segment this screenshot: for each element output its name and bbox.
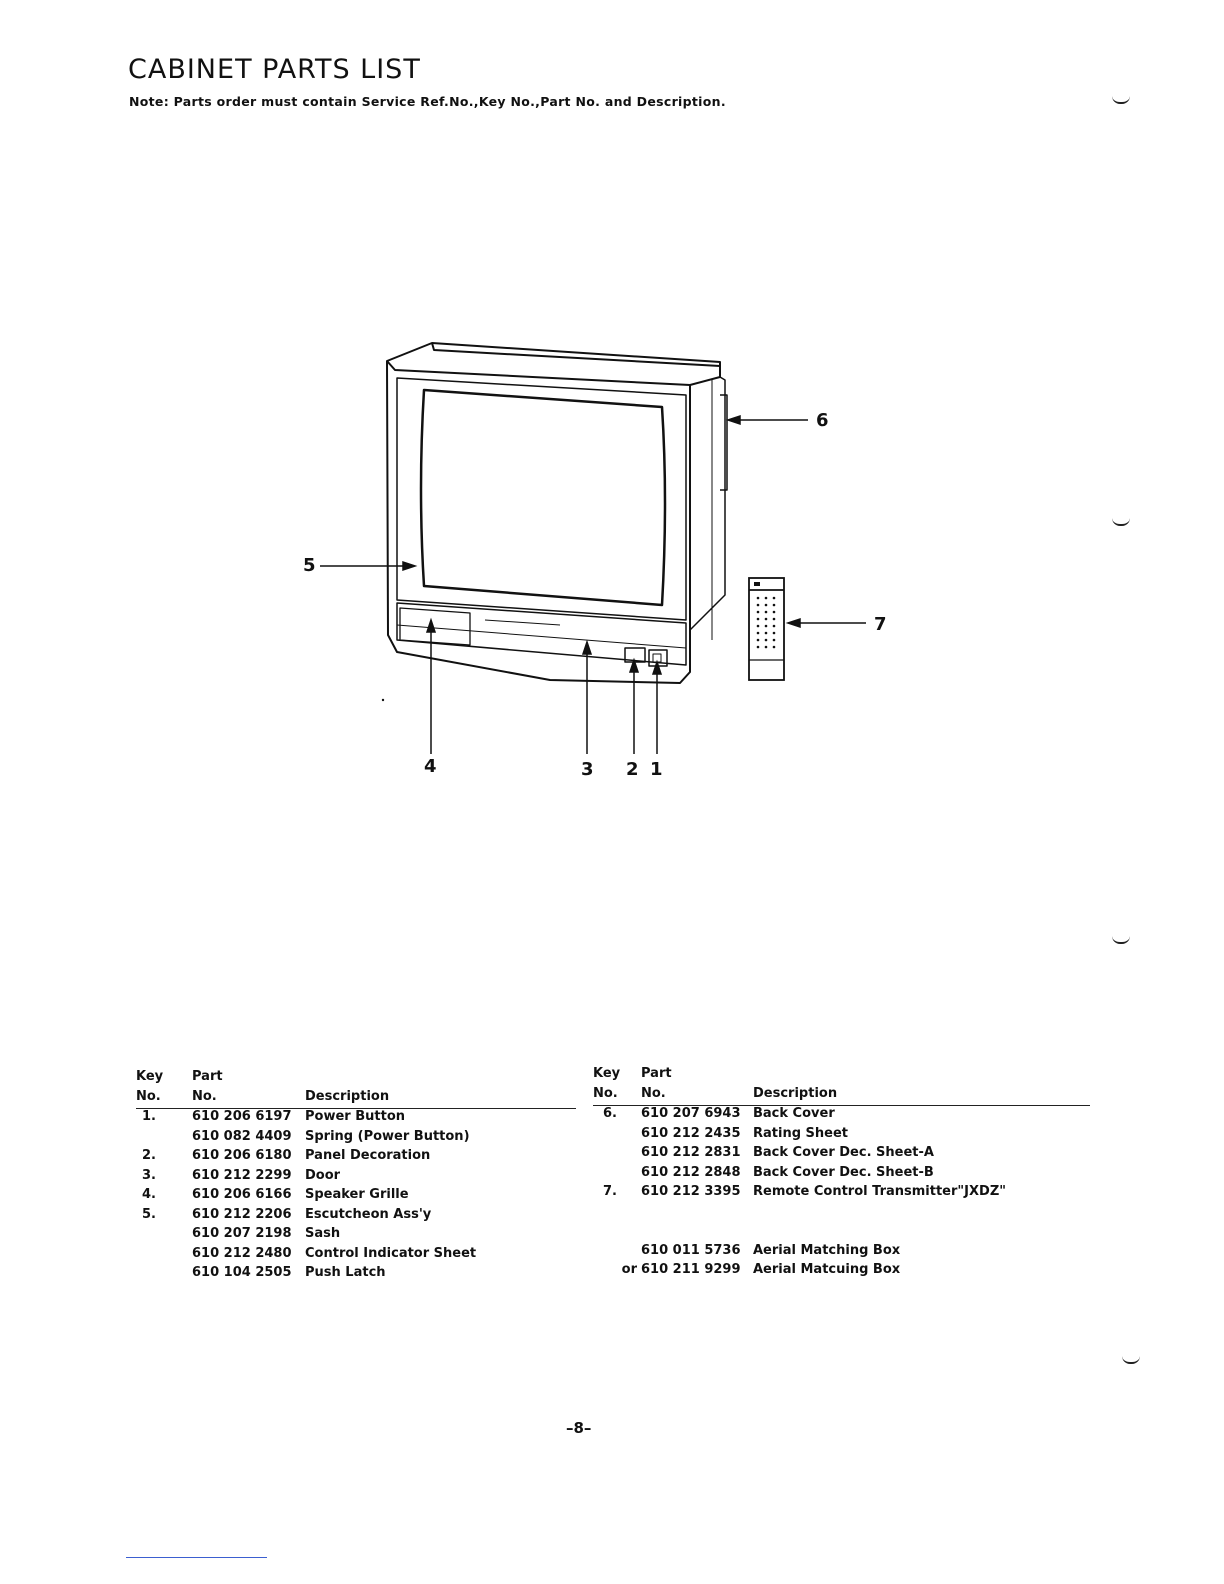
description-header: Description	[305, 1088, 576, 1109]
callout-7: 7	[874, 614, 887, 635]
part-header-top: Part	[641, 1066, 672, 1081]
callout-6: 6	[816, 410, 829, 431]
order-note: Note: Parts order must contain Service R…	[129, 94, 726, 109]
footer-rule	[126, 1557, 267, 1558]
key-header-bottom: No.	[593, 1085, 641, 1106]
callout-2: 2	[626, 759, 639, 780]
parts-table-left: Key Part No. No. Description 1.610 206 6…	[136, 1069, 576, 1285]
parts-table-right: Key Part No. No. Description 6.610 207 6…	[593, 1066, 1090, 1282]
part-header-top: Part	[192, 1069, 223, 1084]
part-header-bottom: No.	[641, 1085, 753, 1106]
page-number: –8–	[566, 1419, 592, 1437]
tv-cabinet-diagram	[320, 342, 866, 754]
key-header-top: Key	[136, 1069, 164, 1084]
callout-1: 1	[650, 759, 663, 780]
key-header-bottom: No.	[136, 1088, 192, 1109]
part-header-bottom: No.	[192, 1088, 305, 1109]
callout-3: 3	[581, 759, 594, 780]
table-row	[593, 1223, 1090, 1243]
description-header: Description	[753, 1085, 1090, 1106]
callout-5: 5	[303, 555, 316, 576]
table-row	[593, 1204, 1090, 1224]
page-title: CABINET PARTS LIST	[128, 54, 421, 85]
callout-4: 4	[424, 756, 437, 777]
key-header-top: Key	[593, 1066, 621, 1081]
